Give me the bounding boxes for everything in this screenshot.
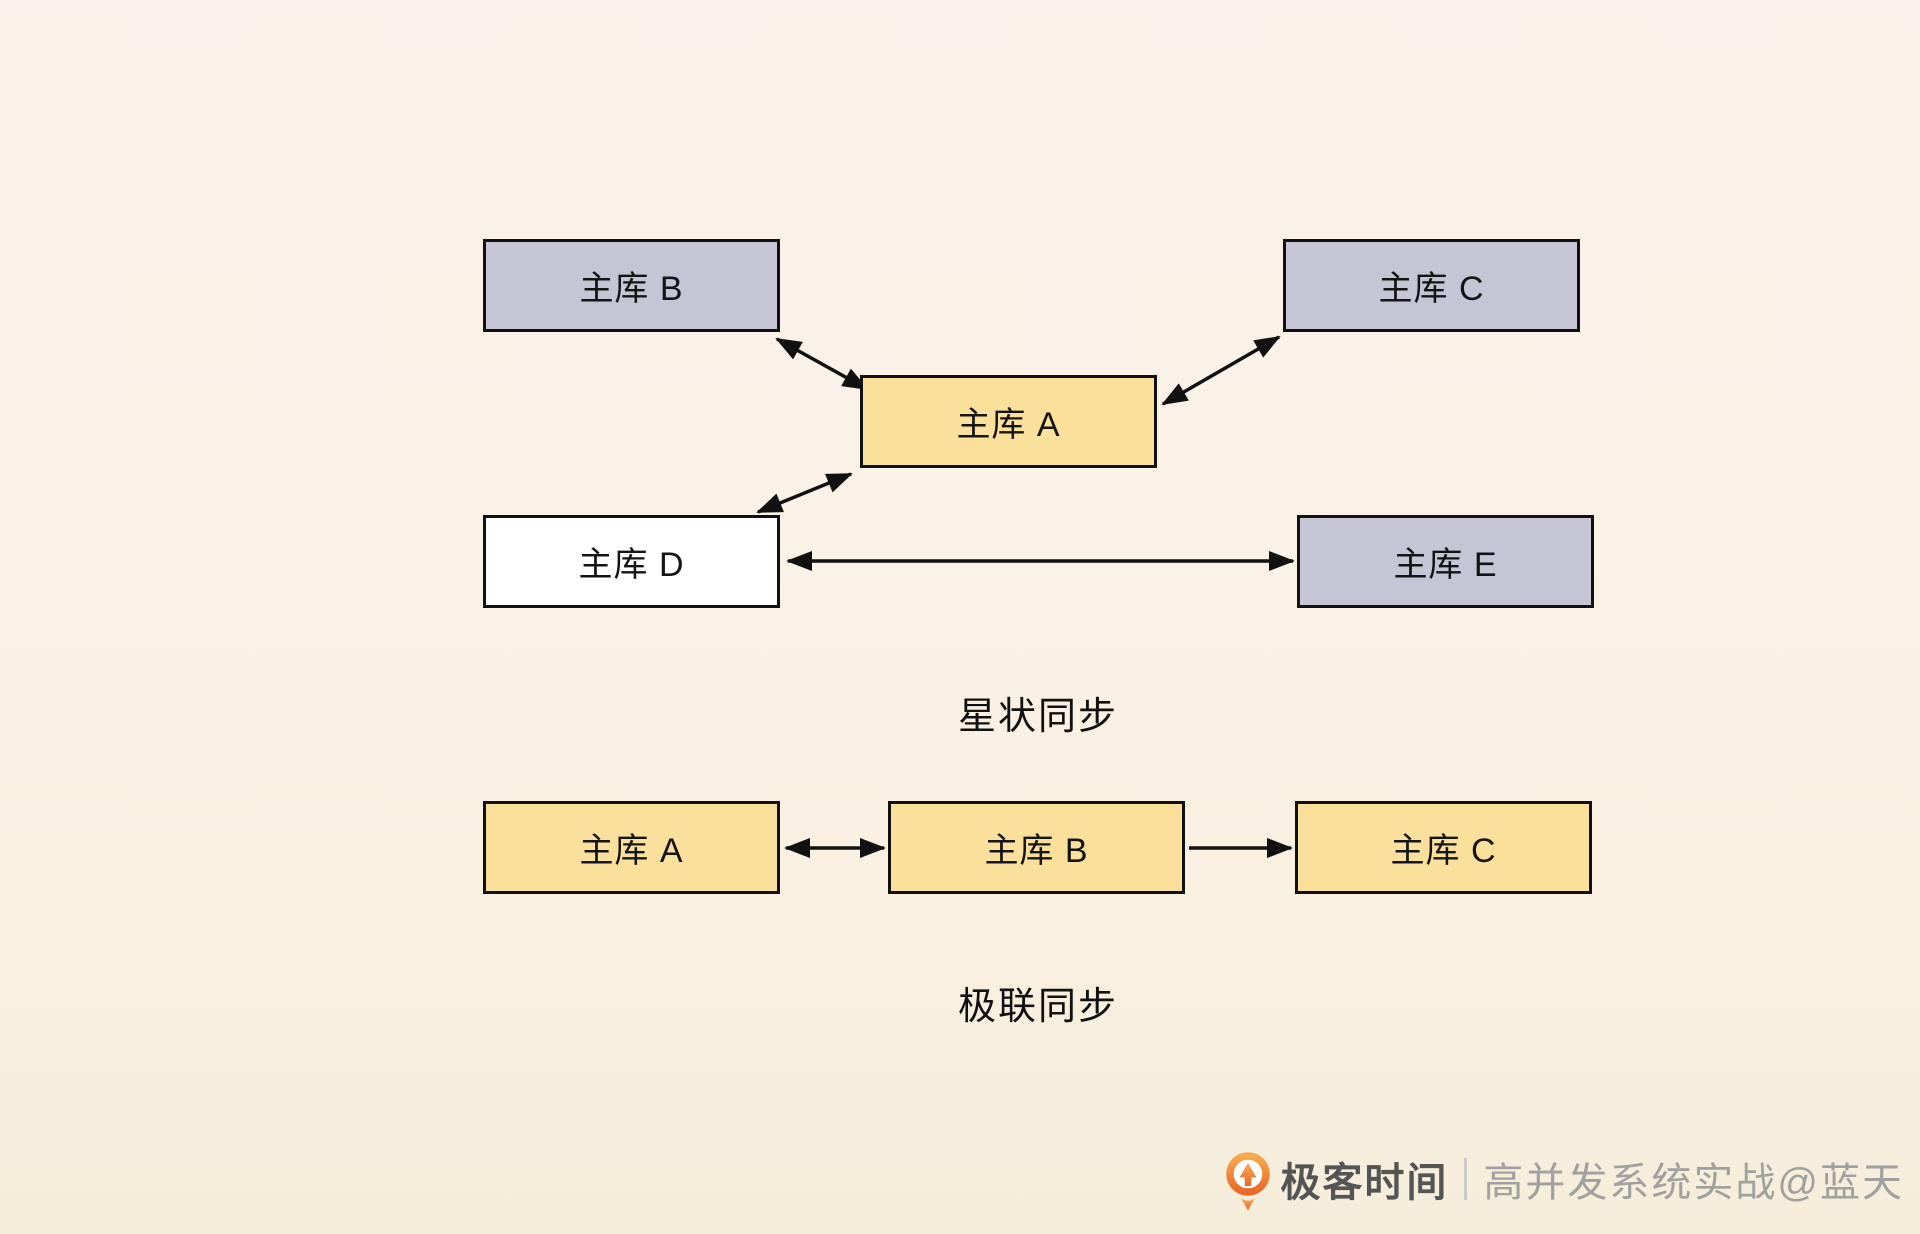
node-label: 主库 D [578, 546, 685, 584]
star-node-master-c: 主库 C [1283, 239, 1580, 332]
watermark-brand-text: 极客时间 [1280, 1161, 1449, 1205]
node-label: 主库 E [1393, 546, 1498, 584]
watermark: 极客时间 高并发系统实战@蓝天 [1226, 1148, 1904, 1211]
arrow-star-b-a [775, 337, 869, 391]
geektime-logo-icon [1226, 1152, 1271, 1211]
arrow-star-a-c [1161, 335, 1281, 406]
star-node-master-d: 主库 D [483, 515, 780, 608]
watermark-divider-bar [1464, 1158, 1468, 1200]
node-label: 主库 B [579, 270, 684, 308]
cascade-section-title: 极联同步 [957, 986, 1119, 1028]
star-node-master-e: 主库 E [1297, 515, 1594, 608]
star-section-title: 星状同步 [957, 696, 1119, 738]
star-node-master-a: 主库 A [860, 375, 1157, 468]
cascade-node-master-c: 主库 C [1295, 801, 1592, 894]
node-label: 主库 A [579, 832, 684, 870]
star-node-master-b: 主库 B [483, 239, 780, 332]
cascade-node-master-b: 主库 B [888, 801, 1185, 894]
arrow-star-a-d [756, 472, 853, 514]
watermark-credit-text: 高并发系统实战@蓝天 [1483, 1161, 1904, 1205]
cascade-node-master-a: 主库 A [483, 801, 780, 894]
node-label: 主库 C [1390, 832, 1497, 870]
node-label: 主库 A [956, 406, 1061, 444]
node-label: 主库 C [1378, 270, 1485, 308]
node-label: 主库 B [984, 832, 1089, 870]
